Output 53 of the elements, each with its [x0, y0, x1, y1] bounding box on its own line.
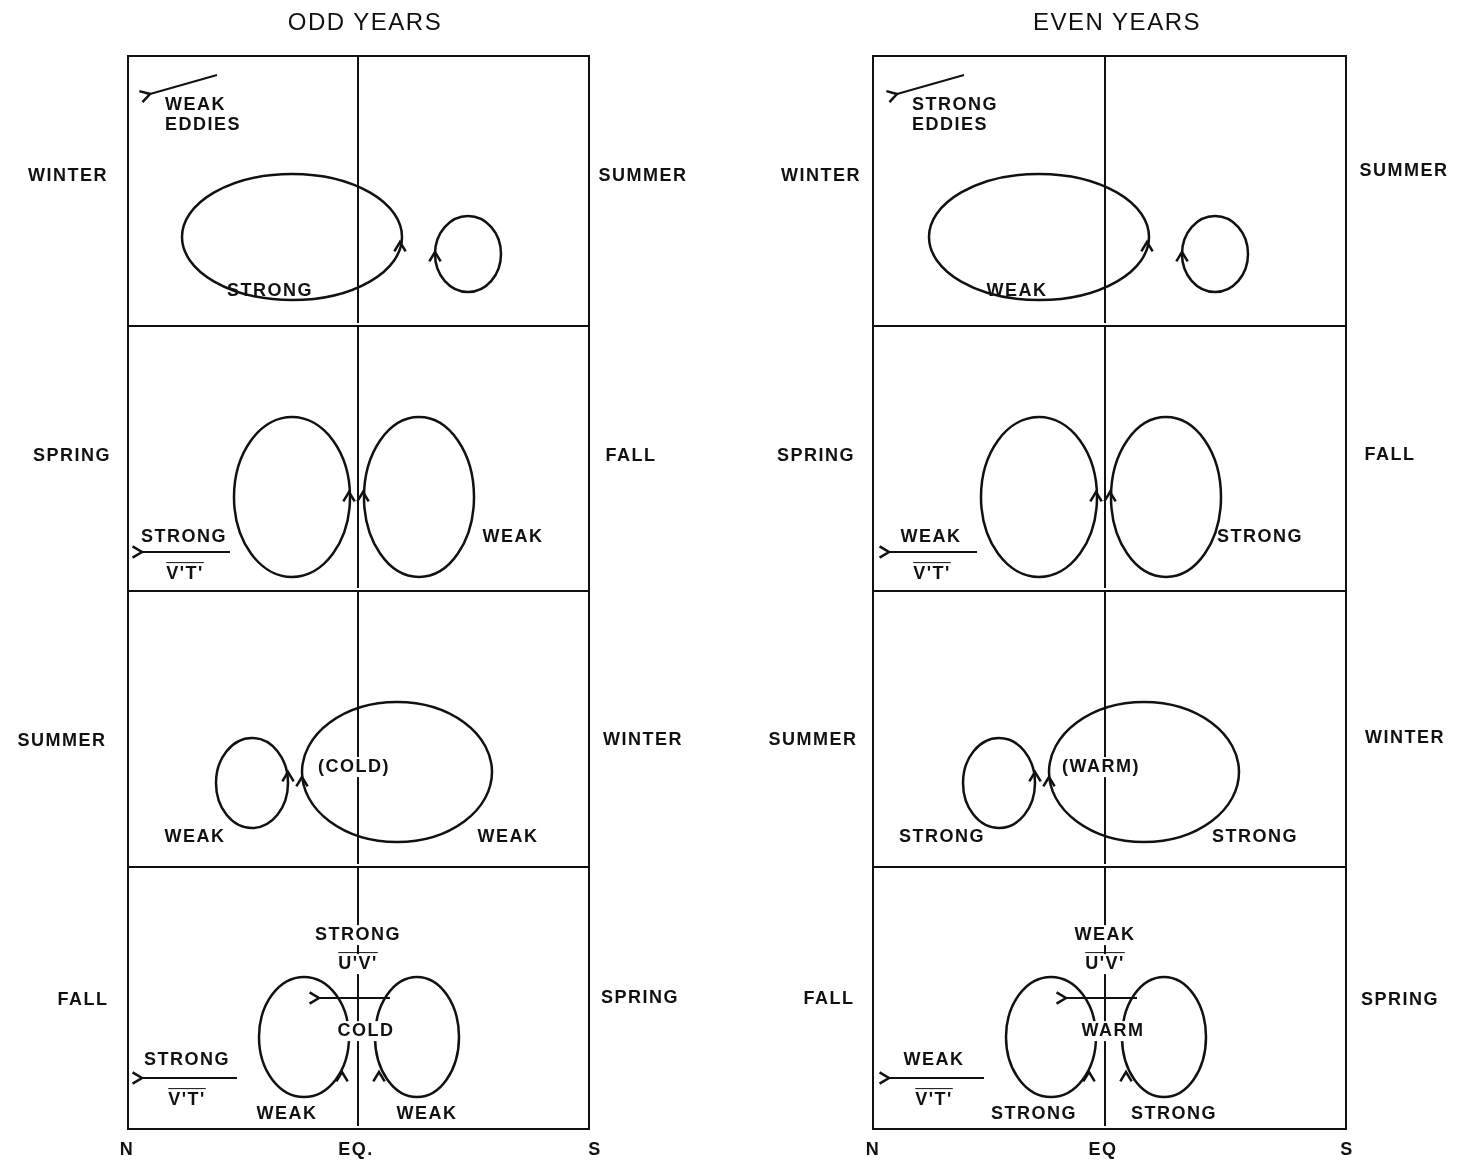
panel-heading: EVEN YEARS [1033, 8, 1201, 36]
season-label: SUMMER [1359, 161, 1449, 181]
season-label: FALL [605, 446, 657, 466]
season-panel [127, 55, 590, 327]
strength-label: STRONG [1212, 827, 1298, 847]
strength-label: WEAK [256, 1104, 318, 1124]
eddies-label: WEAK EDDIES [165, 95, 243, 135]
panel-heading: ODD YEARS [287, 8, 443, 36]
strength-label: WEAK [477, 827, 539, 847]
season-label: WINTER [781, 166, 861, 186]
eddies-label: STRONG EDDIES [912, 95, 999, 135]
axis-label: N [119, 1140, 135, 1160]
strength-label: STRONG [1217, 527, 1303, 547]
strength-label: STRONG [899, 827, 985, 847]
season-label: SPRING [777, 446, 855, 466]
flux-symbol: V'T' [168, 1090, 206, 1110]
season-panel [872, 55, 1347, 327]
strength-label: STRONG [144, 1050, 230, 1070]
strength-label: STRONG [1131, 1104, 1217, 1124]
season-panel [872, 866, 1347, 1130]
strength-label: WEAK [986, 281, 1048, 301]
season-label: WINTER [603, 730, 683, 750]
season-panel [872, 590, 1347, 868]
flux-symbol: V'T' [913, 564, 951, 584]
season-label: FALL [57, 990, 109, 1010]
season-label: SUMMER [768, 730, 858, 750]
season-label: WINTER [28, 166, 108, 186]
season-label: SPRING [33, 446, 111, 466]
season-panel [127, 590, 590, 868]
strength-label: WEAK [900, 527, 962, 547]
season-label: SUMMER [598, 166, 688, 186]
strength-label: WEAK [482, 527, 544, 547]
season-label: SUMMER [17, 731, 107, 751]
season-panel [127, 325, 590, 592]
flux-symbol: V'T' [915, 1090, 953, 1110]
season-panel [127, 866, 590, 1130]
strength-label: WEAK [164, 827, 226, 847]
axis-label: EQ. [338, 1140, 374, 1160]
axis-label: S [1340, 1140, 1354, 1160]
strength-label: WEAK [903, 1050, 965, 1070]
axis-label: N [865, 1140, 881, 1160]
strength-label: STRONG [227, 281, 313, 301]
season-label: FALL [803, 989, 855, 1009]
flux-symbol: V'T' [166, 564, 204, 584]
strength-label: STRONG [141, 527, 227, 547]
strength-label: STRONG [991, 1104, 1077, 1124]
axis-label: S [588, 1140, 602, 1160]
season-panel [872, 325, 1347, 592]
season-label: FALL [1364, 445, 1416, 465]
season-label: SPRING [1361, 990, 1439, 1010]
season-label: WINTER [1365, 728, 1445, 748]
season-label: SPRING [601, 988, 679, 1008]
strength-label: WEAK [396, 1104, 458, 1124]
